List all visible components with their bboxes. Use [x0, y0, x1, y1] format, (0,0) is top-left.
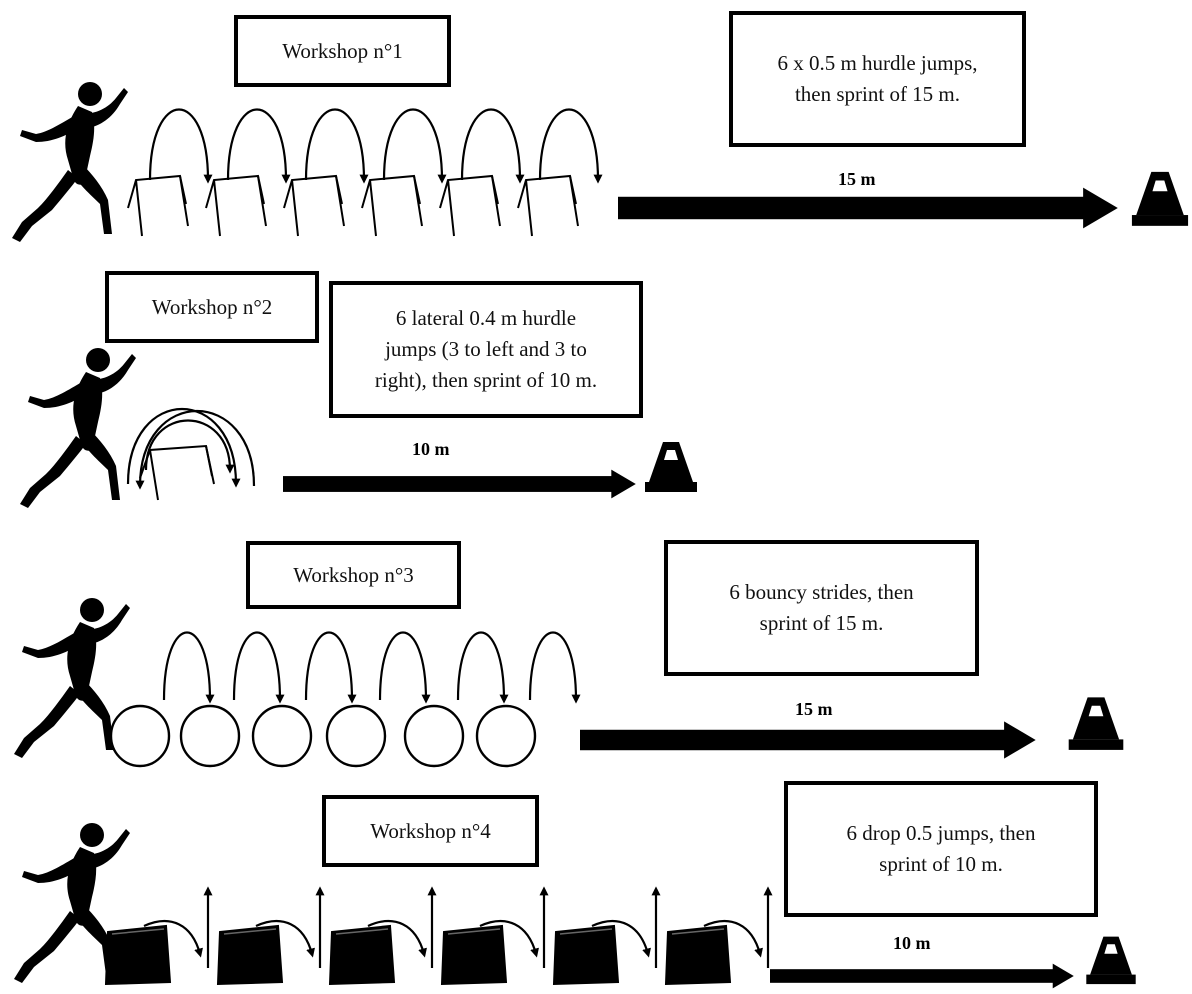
cone-icon-4	[1086, 936, 1136, 985]
drop-arrow	[591, 919, 651, 958]
plyo-box-icon	[552, 924, 620, 986]
stride-arrow	[528, 631, 581, 704]
workshop-3-description: 6 bouncy strides, then sprint of 15 m.	[664, 540, 979, 676]
hurdle-icon	[361, 174, 423, 237]
stride-arrow	[378, 631, 431, 704]
workshop-3-title: Workshop n°3	[246, 541, 461, 609]
cone-icon-1	[1131, 171, 1189, 226]
cone-icon-2	[645, 442, 697, 492]
jump-arrow	[148, 108, 213, 184]
jump-arrow	[226, 108, 291, 184]
workshop-4-distance: 10 m	[893, 933, 931, 953]
ring-icon	[325, 704, 387, 768]
workshop-2-distance: 10 m	[412, 439, 450, 459]
stride-arrow	[456, 631, 509, 704]
ring-icon	[403, 704, 465, 768]
hurdle-icon	[439, 174, 501, 237]
cone-icon-3	[1068, 697, 1124, 750]
plyo-box-icon	[664, 924, 732, 986]
ring-icon	[475, 704, 537, 768]
ring-icon	[179, 704, 241, 768]
hurdle-icon	[283, 174, 345, 237]
ring-icon	[109, 704, 171, 768]
workshop-1-title: Workshop n°1	[234, 15, 451, 87]
sprint-arrow-2	[283, 469, 636, 499]
plyo-box-icon	[440, 924, 508, 986]
runner-icon-1	[12, 82, 128, 242]
plyo-box-icon	[216, 924, 284, 986]
workshop-2-description: 6 lateral 0.4 m hurdle jumps (3 to left …	[329, 281, 643, 418]
workshop-4-title: Workshop n°4	[322, 795, 539, 867]
sprint-arrow-3	[580, 721, 1036, 759]
drop-arrow	[479, 919, 539, 958]
jump-arrow	[382, 108, 447, 184]
lateral-hurdle-icon	[139, 444, 215, 501]
drop-arrow	[255, 919, 315, 958]
workshop-1-description: 6 x 0.5 m hurdle jumps, then sprint of 1…	[729, 11, 1026, 147]
plyo-box-icon	[104, 924, 172, 986]
workshop-4-description: 6 drop 0.5 jumps, then sprint of 10 m.	[784, 781, 1098, 917]
stride-arrow	[162, 631, 215, 704]
workshop-1-distance: 15 m	[838, 169, 876, 189]
workshop-3-distance: 15 m	[795, 699, 833, 719]
stride-arrow	[304, 631, 357, 704]
lateral-jump-arrow	[144, 419, 235, 474]
hurdle-icon	[517, 174, 579, 237]
hurdle-icon	[205, 174, 267, 237]
hurdle-icon	[127, 174, 189, 237]
jump-arrow	[304, 108, 369, 184]
lateral-jump-arrow	[135, 409, 256, 490]
runner-icon-2	[20, 348, 136, 508]
sprint-arrow-4	[770, 963, 1074, 989]
drop-arrow	[703, 919, 763, 958]
ring-icon	[251, 704, 313, 768]
workshop-2-title: Workshop n°2	[105, 271, 319, 343]
plyo-box-icon	[328, 924, 396, 986]
drop-arrow	[143, 919, 203, 958]
jump-arrow	[460, 108, 525, 184]
stride-arrow	[232, 631, 285, 704]
drop-arrow	[367, 919, 427, 958]
jump-arrow	[538, 108, 603, 184]
sprint-arrow-1	[618, 187, 1118, 229]
lateral-jump-arrow	[126, 407, 241, 488]
